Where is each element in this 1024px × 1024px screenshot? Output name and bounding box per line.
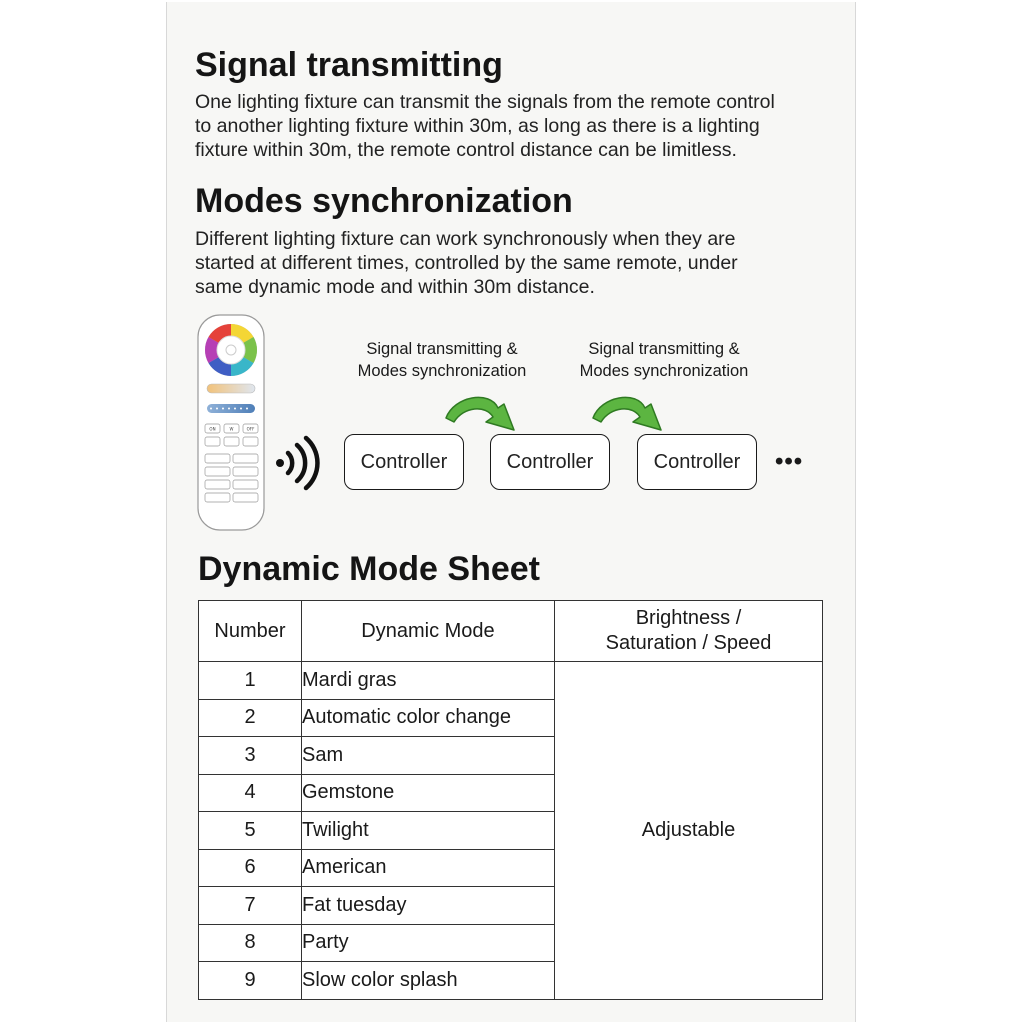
mode-number: 6	[198, 848, 302, 887]
table-header-row: Number Dynamic Mode Brightness / Saturat…	[198, 600, 823, 662]
mode-name: Mardi gras	[301, 661, 555, 700]
wireless-signal-icon	[276, 435, 320, 491]
table-row: 3 Sam	[198, 736, 823, 775]
mode-column-header: Dynamic Mode	[301, 600, 555, 662]
signal-relay-diagram: ON W OFF Signal transmitting & Modes syn…	[190, 312, 830, 537]
table-row: 6 American	[198, 848, 823, 887]
arrow-label-line: Signal transmitting &	[366, 340, 518, 358]
text-line: same dynamic mode and within 30m distanc…	[195, 276, 595, 298]
mode-name: Automatic color change	[301, 698, 555, 737]
ellipsis: •••	[775, 448, 804, 475]
controller-box: Controller	[490, 434, 610, 490]
table-row: 2 Automatic color change	[198, 698, 823, 737]
arrow-label: Signal transmitting & Modes synchronizat…	[342, 338, 542, 382]
text-line: fixture within 30m, the remote control d…	[195, 139, 737, 161]
table-row: 4 Gemstone	[198, 773, 823, 812]
arrow-label-line: Signal transmitting &	[588, 340, 740, 358]
dynamic-mode-table: Number Dynamic Mode Brightness / Saturat…	[198, 600, 823, 1000]
mode-name: American	[301, 848, 555, 887]
remote-w-label: W	[230, 427, 234, 432]
arrow-label: Signal transmitting & Modes synchronizat…	[564, 338, 764, 382]
arrow-label-line: Modes synchronization	[357, 362, 527, 380]
text-line: started at different times, controlled b…	[195, 252, 738, 274]
adjust-header-line: Saturation / Speed	[605, 632, 772, 654]
modes-synchronization-text: Different lighting fixture can work sync…	[195, 227, 835, 299]
text-line: One lighting fixture can transmit the si…	[195, 91, 775, 113]
mode-number: 7	[198, 886, 302, 925]
arrow-label-line: Modes synchronization	[579, 362, 749, 380]
remote-on-label: ON	[209, 427, 215, 432]
mode-name: Sam	[301, 736, 555, 775]
mode-name: Fat tuesday	[301, 886, 555, 925]
text-line: to another lighting fixture within 30m, …	[195, 115, 760, 137]
table-row: 1 Mardi gras Adjustable	[198, 661, 823, 1000]
mode-number: 1	[198, 661, 302, 700]
mode-number: 3	[198, 736, 302, 775]
mode-number: 5	[198, 811, 302, 850]
adjustable-cell: Adjustable	[554, 661, 823, 1000]
mode-name: Slow color splash	[301, 961, 555, 1000]
mode-number: 9	[198, 961, 302, 1000]
remote-control-icon: ON W OFF	[197, 314, 265, 531]
table-row: 5 Twilight	[198, 811, 823, 850]
table-row: 8 Party	[198, 923, 823, 962]
text-line: Different lighting fixture can work sync…	[195, 228, 736, 250]
dynamic-mode-sheet-heading: Dynamic Mode Sheet	[198, 550, 540, 588]
curved-arrow-icon	[592, 396, 662, 431]
modes-synchronization-heading: Modes synchronization	[195, 182, 573, 220]
adjust-header-line: Brightness /	[635, 607, 742, 629]
mode-name: Twilight	[301, 811, 555, 850]
adjust-column-header: Brightness / Saturation / Speed	[554, 600, 823, 662]
table-row: 9 Slow color splash	[198, 961, 823, 1000]
mode-number: 2	[198, 698, 302, 737]
mode-number: 4	[198, 773, 302, 812]
mode-number: 8	[198, 923, 302, 962]
number-column-header: Number	[198, 600, 302, 662]
controller-box: Controller	[637, 434, 757, 490]
mode-name: Party	[301, 923, 555, 962]
mode-name: Gemstone	[301, 773, 555, 812]
curved-arrow-icon	[445, 396, 515, 431]
signal-transmitting-heading: Signal transmitting	[195, 46, 503, 84]
signal-transmitting-text: One lighting fixture can transmit the si…	[195, 90, 835, 162]
controller-box: Controller	[344, 434, 464, 490]
remote-off-label: OFF	[247, 427, 255, 432]
